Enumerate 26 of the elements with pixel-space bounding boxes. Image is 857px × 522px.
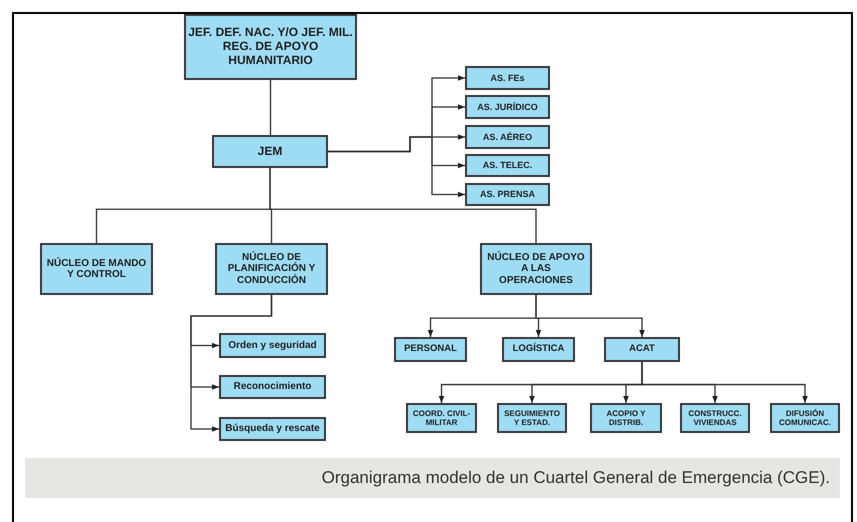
org-unit-box: AS. TELEC.: [465, 154, 550, 177]
org-unit-box: Búsqueda y rescate: [219, 417, 326, 441]
org-unit-box: JEM: [212, 135, 328, 168]
org-unit-box: ACOPIO Y DISTRIB.: [590, 403, 662, 433]
org-unit-box: CONSTRUCC. VIVIENDAS: [680, 403, 750, 433]
org-unit-box: JEF. DEF. NAC. Y/O JEF. MIL. REG. DE APOYO HUMANITARIO: [184, 14, 357, 80]
connector-arrow: [535, 295, 645, 337]
org-unit-box: NÚCLEO DE MANDO Y CONTROL: [40, 243, 153, 295]
org-unit-box: ACAT: [604, 337, 680, 362]
org-unit-box: COORD. CIVIL-MILITAR: [406, 403, 477, 433]
org-unit-box: Orden y seguridad: [219, 333, 326, 358]
org-unit-box: DIFUSIÓN COMUNICAC.: [770, 403, 840, 433]
org-unit-box: AS. PRENSA: [465, 183, 550, 206]
caption: Organigrama modelo de un Cuartel General de Emergencia (CGE).: [322, 467, 830, 490]
connector-arrow: [328, 136, 465, 198]
org-unit-box: AS. AÉREO: [465, 125, 550, 149]
org-unit-box: Reconocimiento: [219, 375, 326, 399]
org-unit-box: NÚCLEO DE APOYO A LAS OPERACIONES: [480, 243, 592, 295]
connector-arrow: [641, 362, 808, 403]
org-unit-box: LOGÍSTICA: [502, 337, 575, 362]
connector-arrow: [190, 295, 272, 432]
org-unit-box: PERSONAL: [394, 337, 467, 362]
org-unit-box: AS. FEs: [465, 66, 550, 90]
org-unit-box: NÚCLEO DE PLANIFICACIÓN Y CONDUCCIÓN: [215, 243, 328, 295]
org-unit-box: SEGUIMIENTO Y ESTAD.: [497, 403, 567, 433]
org-unit-box: AS. JURÍDICO: [465, 95, 550, 119]
